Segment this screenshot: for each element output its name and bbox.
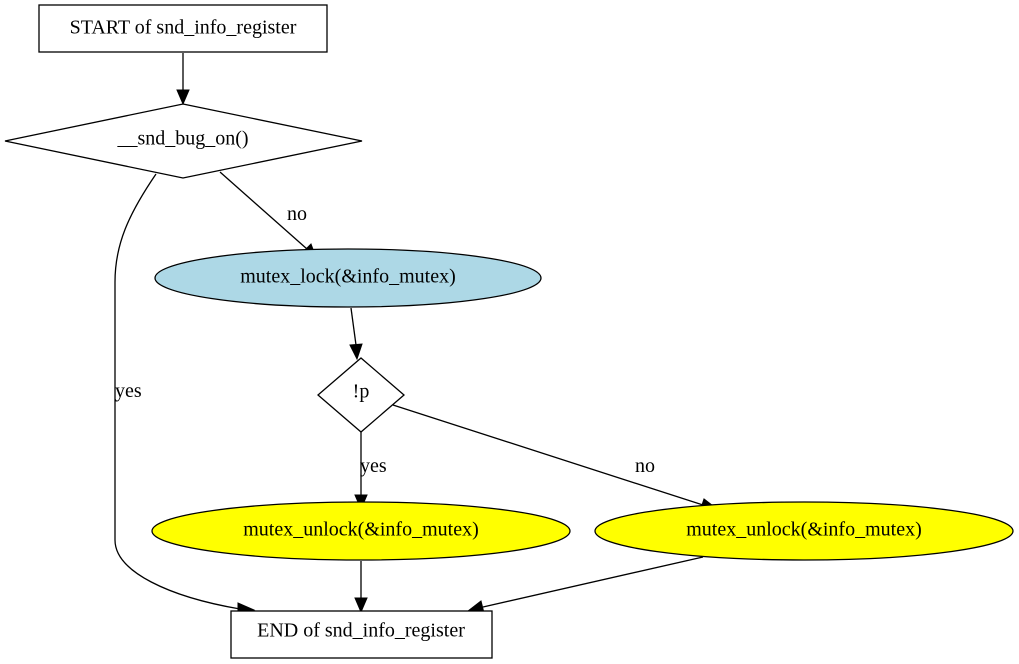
edge-p-check-no: no: [392, 404, 719, 512]
edge-label-p-no: no: [635, 455, 655, 477]
edge-label-bug-yes: yes: [115, 380, 142, 402]
edge-label-bug-no: no: [287, 203, 307, 225]
mutex-unlock-no-label: mutex_unlock(&info_mutex): [686, 519, 922, 541]
mutex-lock-shape: [154, 248, 542, 308]
start-node: START of snd_info_register: [38, 4, 328, 53]
mutex-unlock-yes-shape: [151, 501, 571, 561]
mutex-lock-label: mutex_lock(&info_mutex): [240, 266, 456, 288]
bug-check-label: __snd_bug_on(): [116, 128, 248, 150]
edge-label-p-yes: yes: [360, 455, 387, 477]
edge-unlock-yes-to-end: [354, 561, 368, 614]
p-check-decision: !p: [317, 357, 405, 433]
edge-start-to-bug-check: [176, 53, 190, 106]
mutex-unlock-no-shape: [594, 501, 1014, 561]
mutex-unlock-yes-label: mutex_unlock(&info_mutex): [243, 519, 479, 541]
edge-unlock-no-to-end: [466, 556, 704, 614]
bug-check-decision: __snd_bug_on(): [4, 103, 363, 179]
edge-lock-to-p-check: [349, 307, 363, 361]
edge-p-check-yes: yes: [354, 432, 387, 511]
edge-bug-check-yes: yes: [114, 173, 256, 616]
start-node-label: START of snd_info_register: [70, 17, 297, 39]
mutex-lock-node: mutex_lock(&info_mutex): [154, 248, 542, 308]
mutex-unlock-no-node: mutex_unlock(&info_mutex): [594, 501, 1014, 561]
end-node: END of snd_info_register: [230, 610, 493, 659]
p-check-label: !p: [353, 381, 370, 403]
mutex-unlock-yes-node: mutex_unlock(&info_mutex): [151, 501, 571, 561]
end-node-label: END of snd_info_register: [257, 620, 465, 642]
